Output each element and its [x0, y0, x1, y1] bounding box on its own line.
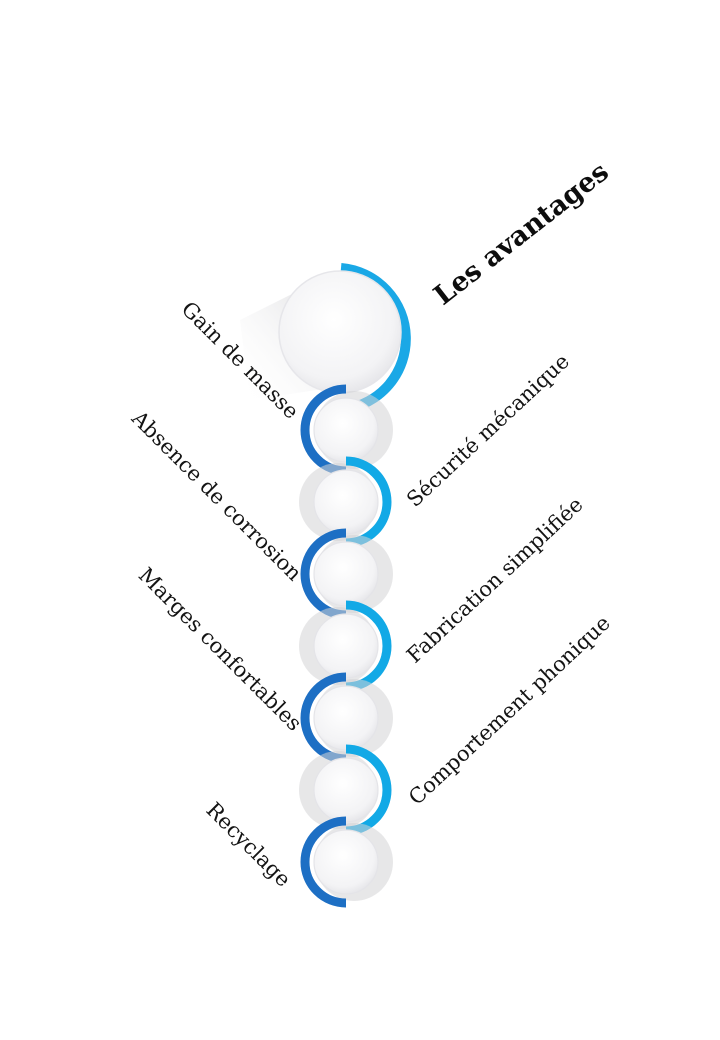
label-absence-de-corrosion: Absence de corrosion — [126, 406, 306, 586]
node-disc — [313, 469, 379, 535]
diagram-title: Les avantages — [428, 156, 614, 311]
chain-nodes — [299, 384, 393, 908]
node-disc — [313, 397, 379, 463]
chain-node — [300, 672, 393, 764]
node-disc — [313, 541, 379, 607]
label-fabrication-simplifiee: Fabrication simplifiée — [402, 492, 588, 667]
node-ring — [300, 816, 347, 908]
label-securite-mecanique: Sécurité mécanique — [402, 349, 574, 512]
node-disc — [313, 829, 379, 895]
label-recyclage: Recyclage — [202, 798, 296, 892]
node-disc — [313, 757, 379, 823]
node-disc — [313, 613, 379, 679]
chain-node — [299, 600, 392, 692]
top-node-disc — [278, 270, 402, 394]
chain-node — [300, 528, 393, 620]
node-disc — [313, 685, 379, 751]
label-marges-confortables: Marges confortables — [134, 563, 307, 736]
chain-node — [300, 816, 393, 908]
top-node — [240, 263, 411, 414]
